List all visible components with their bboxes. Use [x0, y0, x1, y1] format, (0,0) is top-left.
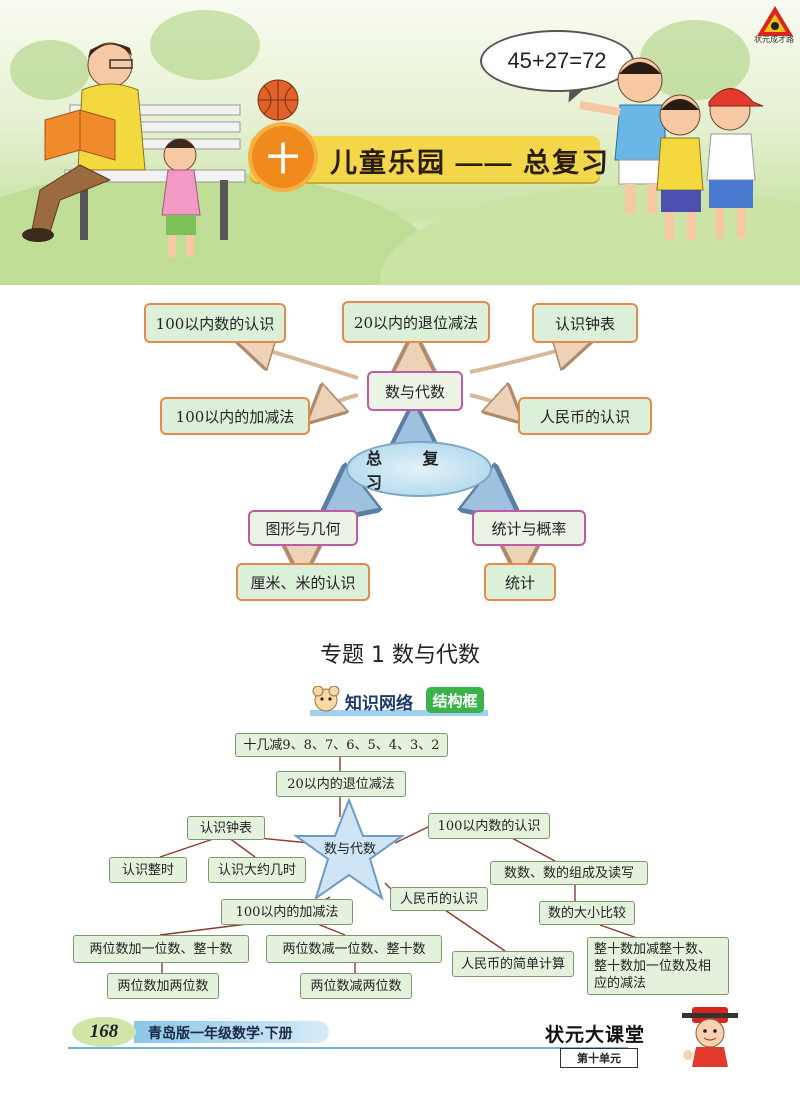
node-clock: 认识钟表 — [187, 816, 265, 840]
node-rmb: 人民币的认识 — [390, 887, 488, 911]
topic-statistics: 统计 — [484, 563, 556, 601]
father-on-bench-illustration — [22, 42, 246, 257]
knowledge-tag: 结构框 — [426, 687, 484, 713]
knowledge-label: 知识网络 — [345, 694, 413, 713]
node-add-two-digit: 两位数加两位数 — [107, 973, 219, 999]
speech-bubble: 45+27=72 — [480, 30, 634, 92]
node-tens-calc: 整十数加减整十数、整十数加一位数及相应的减法 — [587, 937, 729, 995]
children-group-illustration — [579, 57, 764, 240]
basketball-icon — [257, 79, 299, 121]
topic-hundred-add-sub: 100以内的加减法 — [160, 397, 310, 435]
statistics-probability-node: 统计与概率 — [472, 510, 586, 546]
node-twenty-subtraction: 20以内的退位减法 — [276, 771, 406, 797]
topic-cm-m: 厘米、米的认识 — [236, 563, 370, 601]
tree-leaf — [10, 40, 90, 100]
publisher-logo — [757, 6, 793, 36]
node-whole-hour: 认识整时 — [109, 857, 187, 883]
section-title: 专题 1 数与代数 — [320, 643, 480, 668]
footer-divider — [68, 1047, 628, 1049]
page-number: 168 — [72, 1017, 136, 1047]
mascot-icon — [682, 1007, 738, 1067]
number-algebra-node: 数与代数 — [367, 371, 463, 411]
node-rmb-calc: 人民币的简单计算 — [452, 951, 574, 977]
topic-twenty-subtraction: 20以内的退位减法 — [342, 301, 490, 343]
node-add-one-digit: 两位数加一位数、整十数 — [73, 935, 249, 963]
topic-clock: 认识钟表 — [532, 303, 638, 343]
node-approx-time: 认识大约几时 — [208, 857, 306, 883]
knowledge-badge-bg — [310, 686, 488, 716]
node-hundred-add-sub: 100以内的加减法 — [221, 899, 353, 925]
knowledge-map-lines — [159, 755, 641, 973]
topic-hundred-numbers: 100以内数的认识 — [144, 303, 286, 343]
node-sub-one-digit: 两位数减一位数、整十数 — [266, 935, 442, 963]
general-review-center: 总 复 习 — [346, 441, 492, 497]
node-sub-two-digit: 两位数减两位数 — [300, 973, 412, 999]
tree-leaf — [150, 10, 260, 80]
node-compare: 数的大小比较 — [539, 901, 635, 925]
unit-title: 儿童乐园 —— 总复习 — [330, 148, 611, 178]
star-label: 数与代数 — [323, 842, 376, 857]
geometry-node: 图形与几何 — [248, 510, 358, 546]
brand-name: 状元大课堂 — [545, 1025, 646, 1046]
number-algebra-star — [292, 798, 406, 901]
publisher-logo-caption: 状元成才路 — [754, 35, 794, 44]
book-title-bar — [134, 1021, 329, 1043]
node-teen-minus: 十几减9、8、7、6、5、4、3、2 — [235, 733, 448, 757]
topic-rmb: 人民币的认识 — [518, 397, 652, 435]
book-title: 青岛版一年级数学·下册 — [148, 1025, 293, 1041]
unit-number-badge: 十 — [252, 126, 314, 188]
node-counting: 数数、数的组成及读写 — [490, 861, 648, 885]
node-hundred-numbers: 100以内数的认识 — [428, 813, 550, 839]
unit-tag: 第十单元 — [560, 1048, 638, 1068]
